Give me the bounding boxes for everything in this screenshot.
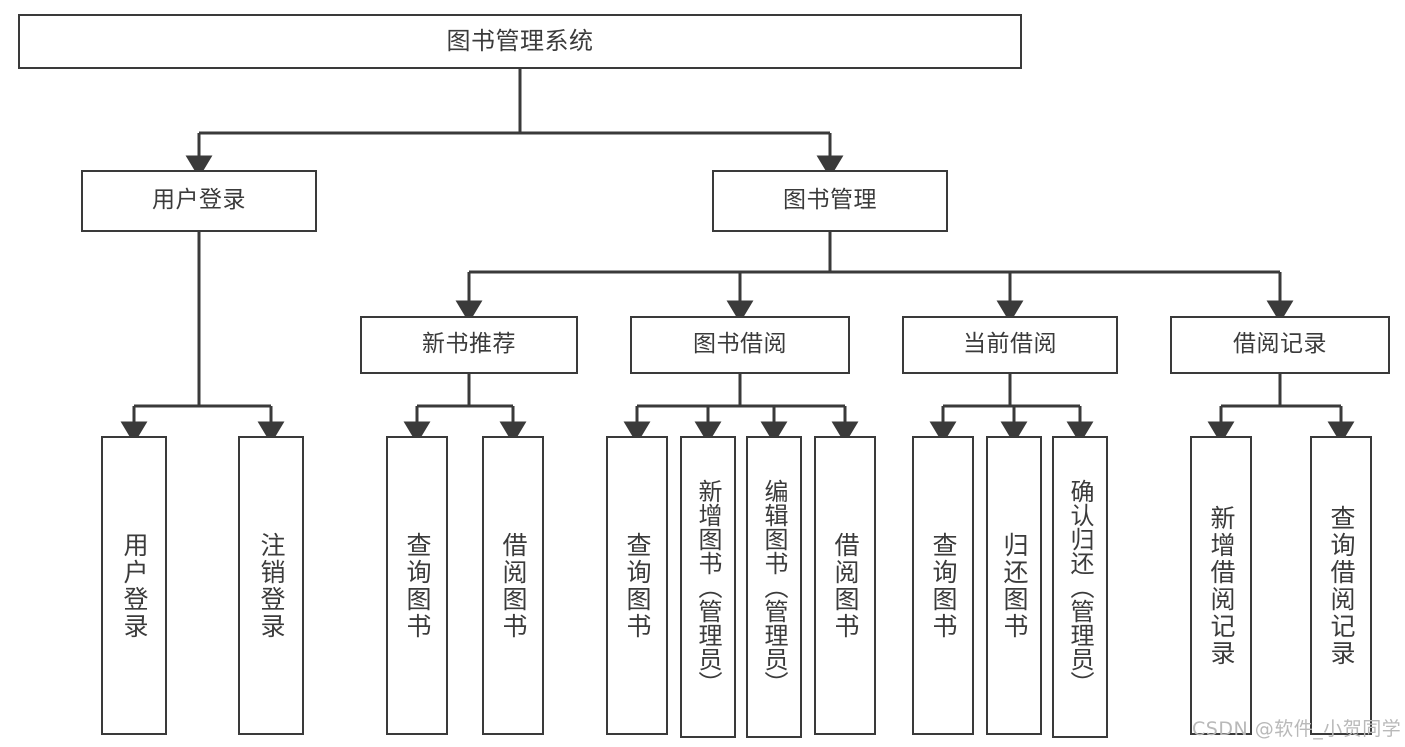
- node-book-borrow-label: 图书借阅: [693, 331, 787, 358]
- leaf-query-book-borrow[interactable]: 查询图书: [606, 436, 668, 735]
- node-book-management-label: 图书管理: [783, 187, 877, 214]
- leaf-user-login-label: 用户登录: [120, 531, 149, 640]
- leaf-add-book-admin[interactable]: 新增图书（管理员）: [680, 436, 736, 738]
- leaf-query-borrow-record-label: 查询借阅记录: [1327, 504, 1356, 667]
- leaf-return-book[interactable]: 归还图书: [986, 436, 1042, 735]
- node-root-book-management-system[interactable]: 图书管理系统: [18, 14, 1022, 69]
- leaf-query-borrow-record[interactable]: 查询借阅记录: [1310, 436, 1372, 735]
- node-borrow-record[interactable]: 借阅记录: [1170, 316, 1390, 374]
- node-user-login-label: 用户登录: [152, 187, 246, 214]
- leaf-user-login[interactable]: 用户登录: [101, 436, 167, 735]
- leaf-add-borrow-record-label: 新增借阅记录: [1207, 504, 1236, 667]
- leaf-add-borrow-record[interactable]: 新增借阅记录: [1190, 436, 1252, 735]
- leaf-borrow-book-rec-label: 借阅图书: [499, 531, 528, 640]
- leaf-query-book-borrow-label: 查询图书: [623, 531, 652, 640]
- csdn-watermark: CSDN @软件_小贺同学: [1192, 718, 1402, 740]
- leaf-edit-book-admin[interactable]: 编辑图书（管理员）: [746, 436, 802, 738]
- node-borrow-record-label: 借阅记录: [1233, 331, 1327, 358]
- leaf-query-book-current-label: 查询图书: [929, 531, 958, 640]
- leaf-logout[interactable]: 注销登录: [238, 436, 304, 735]
- node-user-login[interactable]: 用户登录: [81, 170, 317, 232]
- node-new-book-recommend[interactable]: 新书推荐: [360, 316, 578, 374]
- leaf-borrow-book[interactable]: 借阅图书: [814, 436, 876, 735]
- node-current-borrow-label: 当前借阅: [963, 331, 1057, 358]
- leaf-borrow-book-rec[interactable]: 借阅图书: [482, 436, 544, 735]
- node-book-management[interactable]: 图书管理: [712, 170, 948, 232]
- node-current-borrow[interactable]: 当前借阅: [902, 316, 1118, 374]
- leaf-add-book-admin-label: 新增图书（管理员）: [694, 479, 722, 695]
- leaf-query-book-current[interactable]: 查询图书: [912, 436, 974, 735]
- leaf-borrow-book-label: 借阅图书: [831, 531, 860, 640]
- leaf-confirm-return-admin-label: 确认归还（管理员）: [1066, 479, 1094, 695]
- leaf-query-book-rec-label: 查询图书: [403, 531, 432, 640]
- leaf-logout-label: 注销登录: [257, 531, 286, 640]
- node-new-book-recommend-label: 新书推荐: [422, 331, 516, 358]
- node-book-borrow[interactable]: 图书借阅: [630, 316, 850, 374]
- node-root-label: 图书管理系统: [446, 27, 594, 56]
- leaf-return-book-label: 归还图书: [1000, 531, 1029, 640]
- leaf-edit-book-admin-label: 编辑图书（管理员）: [760, 479, 788, 695]
- leaf-confirm-return-admin[interactable]: 确认归还（管理员）: [1052, 436, 1108, 738]
- leaf-query-book-rec[interactable]: 查询图书: [386, 436, 448, 735]
